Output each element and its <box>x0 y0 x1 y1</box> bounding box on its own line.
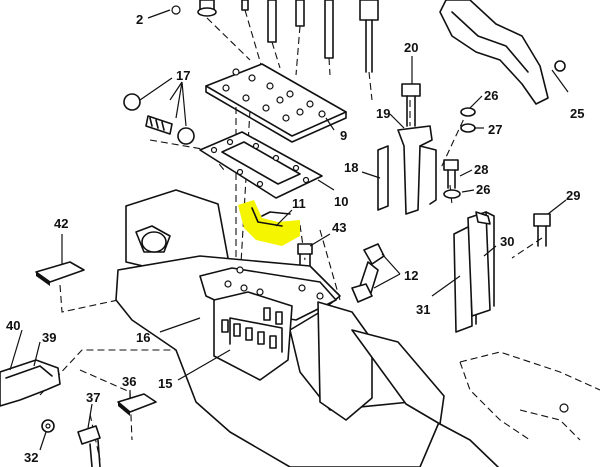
callout-43: 43 <box>332 220 346 235</box>
bracket-19 <box>397 125 437 215</box>
callout-27: 27 <box>488 122 502 137</box>
channel-30 <box>467 211 495 317</box>
housing-studs <box>221 266 324 349</box>
callout-36: 36 <box>122 374 136 389</box>
highlighted-part-11 <box>238 200 300 246</box>
right-lower-outline <box>459 351 600 441</box>
callout-26-lower: 26 <box>476 182 490 197</box>
callout-12: 12 <box>404 268 418 283</box>
bolt-28 <box>443 159 459 189</box>
callout-2: 2 <box>136 12 143 27</box>
callout-18: 18 <box>344 160 358 175</box>
callout-11: 11 <box>292 196 306 211</box>
callout-28: 28 <box>474 162 488 177</box>
bracket-18 <box>377 145 389 211</box>
callout-32: 32 <box>24 450 38 465</box>
main-housing <box>115 189 499 467</box>
plate-36 <box>117 393 157 416</box>
nut-32 <box>41 419 55 433</box>
bolts-17 <box>123 93 195 145</box>
elbow-fittings-12 <box>351 243 385 303</box>
callout-labels: 2 17 20 25 26 27 19 9 18 28 26 10 11 43 … <box>6 12 584 465</box>
callout-19: 19 <box>376 106 390 121</box>
callout-16: 16 <box>136 330 150 345</box>
cover-plate-9 <box>205 63 347 143</box>
callout-20: 20 <box>404 40 418 55</box>
top-studs <box>171 0 379 73</box>
callout-17: 17 <box>176 68 190 83</box>
callout-31: 31 <box>416 302 430 317</box>
gasket-10 <box>199 131 323 199</box>
pin-37 <box>77 425 101 467</box>
callout-25: 25 <box>570 106 584 121</box>
callout-29: 29 <box>566 188 580 203</box>
callout-42: 42 <box>54 216 68 231</box>
callout-30: 30 <box>500 234 514 249</box>
callout-40: 40 <box>6 318 20 333</box>
callout-leaders <box>9 9 569 451</box>
washers-26-27 <box>443 107 476 199</box>
callout-10: 10 <box>334 194 348 209</box>
lever-39-40 <box>0 359 61 407</box>
callout-9: 9 <box>340 128 347 143</box>
callout-26-upper: 26 <box>484 88 498 103</box>
callout-37: 37 <box>86 390 100 405</box>
plate-42 <box>35 261 85 286</box>
callout-39: 39 <box>42 330 56 345</box>
bracket-25 <box>439 0 566 105</box>
bolt-20 <box>401 83 421 127</box>
callout-15: 15 <box>158 376 172 391</box>
bolt-29 <box>533 213 551 247</box>
